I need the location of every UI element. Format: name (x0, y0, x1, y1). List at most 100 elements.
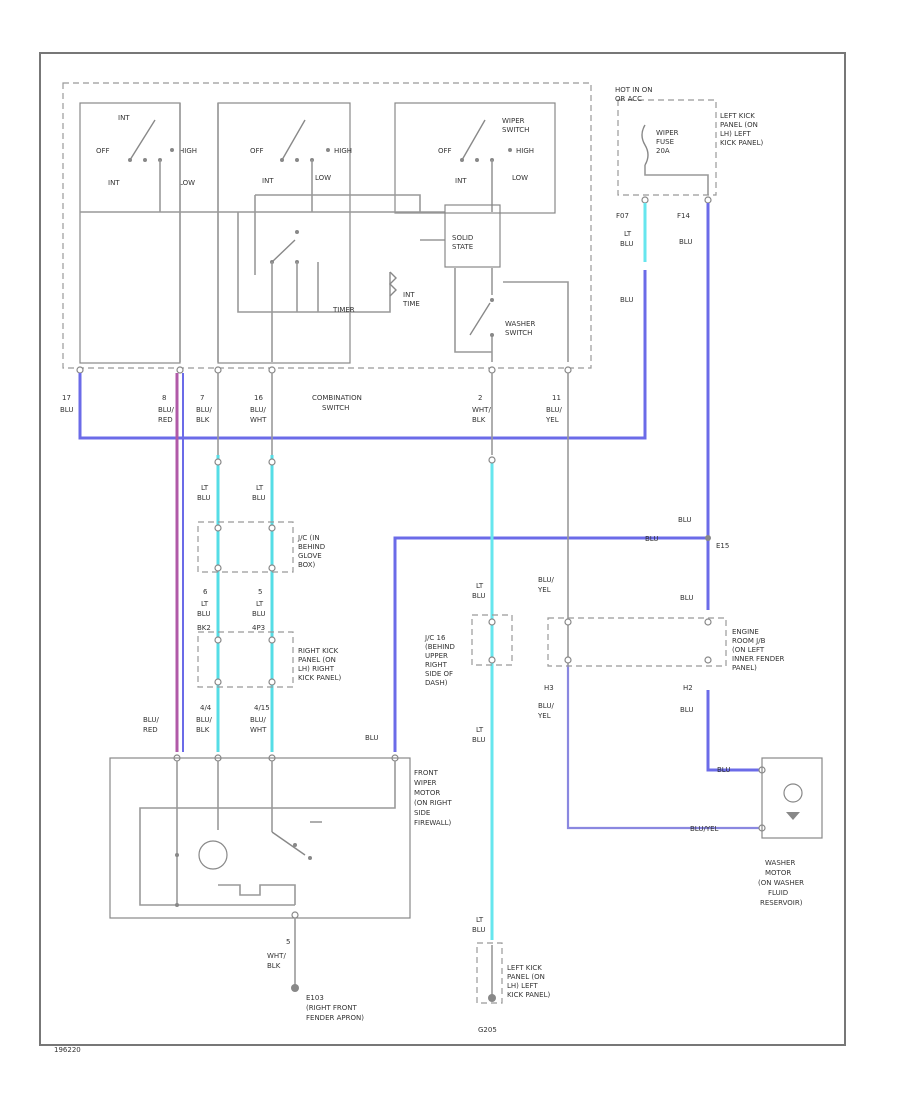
fuse-pin-f07 (641, 196, 649, 204)
front-motor-loc-4: (ON RIGHT (414, 799, 452, 807)
ground2-loc-4: KICK PANEL) (507, 991, 550, 999)
pin7-num: 7 (200, 394, 204, 402)
washer-w2: BLU/YEL (690, 825, 719, 833)
washer-motor-symbol (783, 783, 803, 820)
washer-switch-contacts (469, 298, 494, 337)
washer-motor-box (761, 757, 823, 839)
fuse-symbol (641, 124, 649, 166)
fuse-pin-f14 (704, 196, 712, 204)
front-motor-loc-3: MOTOR (414, 789, 440, 797)
engine-room-loc-2: ROOM J/B (732, 637, 766, 645)
pin16-color2: WHT (250, 416, 267, 424)
ground1-loc-1: (RIGHT FRONT (306, 1004, 357, 1012)
sw1-int: INT (118, 114, 130, 122)
kick-right-loc-4: KICK PANEL) (298, 674, 341, 682)
timer-label: TIMER (332, 306, 355, 314)
fuse-pin1: F07 (616, 212, 629, 220)
motor-c2b: BLK (196, 726, 210, 734)
sw1-int-2: INT (108, 179, 120, 187)
washer-loc-5: RESERVOIR) (760, 899, 803, 907)
front-wiper-motor-internals (139, 761, 396, 907)
jc-rh-loc-6: DASH) (425, 679, 448, 687)
wiper-switch-contacts (460, 119, 512, 162)
solid-state-box (444, 204, 501, 268)
solid-state-l2: STATE (452, 243, 473, 251)
int-time-l2: TIME (402, 300, 420, 308)
sw2-int: INT (262, 177, 274, 185)
jc16-boundary (471, 614, 513, 666)
front-motor-loc-5: SIDE (414, 809, 430, 817)
jc-glove-loc-2: BEHIND (298, 543, 325, 551)
wiper-switch-box (394, 102, 556, 214)
pin8-num: 8 (162, 394, 166, 402)
kick-right-loc-1: RIGHT KICK (298, 647, 339, 655)
wiper-switch-title-2: SWITCH (502, 126, 529, 134)
fuse-loc-2: PANEL (ON (720, 121, 758, 129)
kick-right-loc-2: PANEL (ON (298, 656, 336, 664)
fuse-c2: BLU (679, 238, 692, 246)
jc-rh-c2a: LT (476, 726, 484, 734)
jc-rh-loc-1: J/C 16 (424, 634, 446, 642)
fuse-pin2: F14 (677, 212, 690, 220)
front-wiper-motor-box (109, 757, 411, 919)
combination-switch-internal-wiring (80, 103, 569, 362)
sw2-off: OFF (250, 147, 264, 155)
front-motor-loc-6: FIREWALL) (414, 819, 452, 827)
jc-glove-loc-4: BOX) (298, 561, 316, 569)
motor-p1: 4/4 (200, 704, 212, 712)
kick-right-c1b: BLU (197, 610, 210, 618)
diagram-frame (39, 52, 846, 1046)
switch-1-contacts (128, 119, 174, 162)
fuse-loc-4: KICK PANEL) (720, 139, 763, 147)
ground1-point (291, 984, 299, 992)
jc-rh-c1b: BLU (472, 592, 485, 600)
combination-switch-label-2: SWITCH (322, 404, 349, 412)
engine-room-loc-4: INNER FENDER (732, 655, 785, 663)
sw2-low: LOW (315, 174, 331, 182)
jc-rh-loc-2: (BEHIND (425, 643, 455, 651)
pin16-num: 16 (254, 394, 263, 402)
engine-room-loc-1: ENGINE (732, 628, 759, 636)
solid-state-l1: SOLID (452, 234, 473, 242)
fuse-c1b: BLU (620, 240, 633, 248)
pin8-color2: RED (158, 416, 173, 424)
engine-room-loc-3: (ON LEFT (732, 646, 765, 654)
sw1-low: LOW (179, 179, 195, 187)
washer-switch-l2: SWITCH (505, 329, 532, 337)
jc-rh-c2b: BLU (472, 736, 485, 744)
ground2-point (488, 994, 496, 1002)
wires (78, 203, 760, 940)
jc-glove-loc-1: J/C (IN (297, 534, 320, 542)
ground1-c2: BLK (267, 962, 281, 970)
motor-c1b: RED (143, 726, 158, 734)
fuse-rating: 20A (656, 147, 670, 155)
pin2-color1: WHT/ (472, 406, 491, 414)
fuse-hot-2: OR ACC (615, 95, 642, 103)
kick-right-loc-3: LH) RIGHT (298, 665, 335, 673)
pin17-color: BLU (60, 406, 73, 414)
wiper-switch-high: HIGH (516, 147, 534, 155)
pin16-color1: BLU/ (250, 406, 266, 414)
engine-room-p1: H3 (544, 684, 554, 692)
kick-right-p1: 6 (203, 588, 208, 596)
front-motor-loc-2: WIPER (414, 779, 437, 787)
engine-room-jb-boundary (547, 617, 727, 667)
kick-right-c2a: LT (256, 600, 264, 608)
pin11-color1: BLU/ (546, 406, 562, 414)
int-time-resistor (389, 271, 397, 297)
engine-room-c2: BLU (680, 594, 693, 602)
fuse-c1a: LT (624, 230, 632, 238)
splice-c1: BLU (678, 516, 691, 524)
pin11-color2: YEL (545, 416, 559, 424)
splice-id: E15 (716, 542, 729, 550)
ground2-id: G205 (478, 1026, 497, 1034)
pin17-num: 17 (62, 394, 71, 402)
kick-right-p2: 5 (258, 588, 262, 596)
sw1-high: HIGH (179, 147, 197, 155)
int-time-l1: INT (403, 291, 415, 299)
motor-p2: 4/15 (254, 704, 270, 712)
jc-glove-loc-3: GLOVE (298, 552, 322, 560)
switch-2-contacts (270, 119, 330, 264)
motor-c3b: WHT (250, 726, 267, 734)
ground2-c1: LT (476, 916, 484, 924)
